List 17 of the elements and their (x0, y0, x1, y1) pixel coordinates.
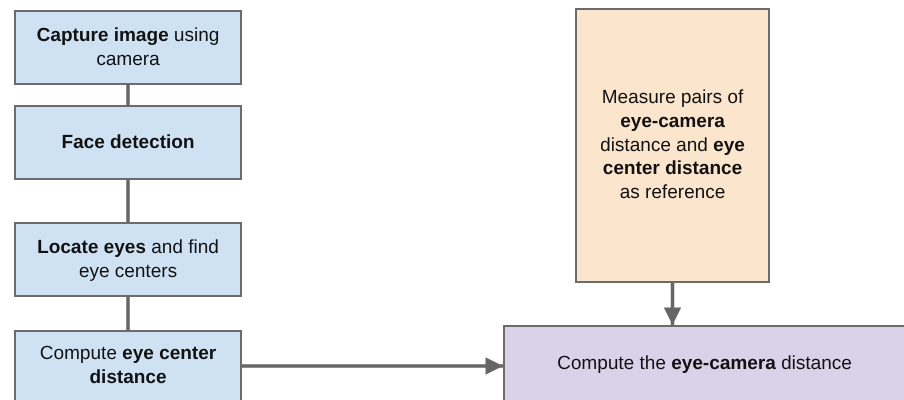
box-text: Measure pairs of eye-camera distance and eye center distance as reference (599, 86, 746, 205)
connector-line (126, 85, 130, 105)
process-box (575, 8, 770, 283)
box-text: Compute eye center distance (38, 342, 218, 390)
process-box (14, 105, 242, 180)
arrow (664, 283, 682, 325)
process-box (503, 325, 904, 400)
box-text: Capture image using camera (36, 24, 220, 72)
box-text: Face detection (61, 130, 195, 154)
connector-line (126, 297, 130, 330)
process-box (14, 222, 242, 297)
process-box (14, 10, 242, 85)
arrow (242, 357, 503, 375)
box-text: Locate eyes and find eye centers (36, 236, 220, 284)
connector-line (126, 180, 130, 222)
process-box (14, 330, 242, 400)
box-text: Compute the eye-camera distance (557, 352, 852, 376)
